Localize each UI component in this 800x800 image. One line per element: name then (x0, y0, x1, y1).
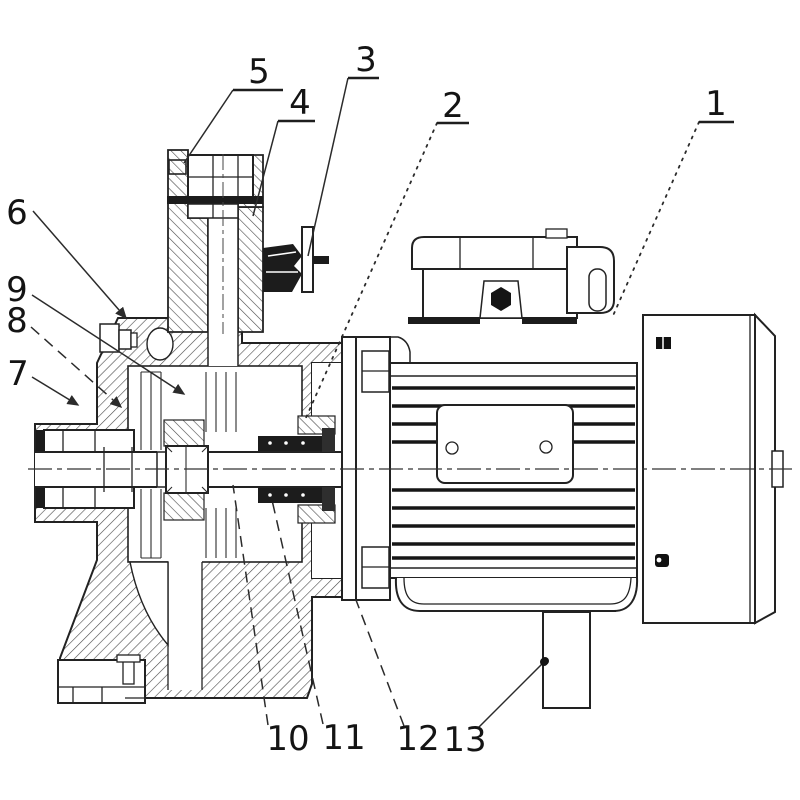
seal-lower (258, 488, 322, 503)
nameplate-hole-left (445, 441, 459, 455)
leader-line-4 (252, 120, 279, 217)
motor (341, 336, 639, 709)
part-number-11: 11 (322, 718, 365, 758)
part-number-10: 10 (266, 719, 309, 759)
leader-line-10 (232, 484, 269, 726)
leader-line-6 (32, 210, 127, 320)
part-number-6: 6 (6, 193, 28, 233)
leader-dot-13 (540, 658, 548, 666)
passage-dome (146, 327, 174, 361)
mechanical-seal (240, 415, 420, 524)
port-seat-band (167, 196, 263, 204)
union-clamp-top (36, 430, 45, 453)
flange-bolt-upper (361, 350, 390, 393)
volute-lower-wall (129, 561, 169, 647)
terminal-box (408, 228, 615, 324)
foot-bolt (122, 659, 135, 685)
part-number-8: 8 (6, 301, 28, 341)
leader-line-9 (31, 294, 186, 395)
part-number-5: 5 (248, 52, 270, 92)
port-wall-right (237, 206, 264, 333)
leader-line-8 (30, 326, 123, 408)
leader-line-2 (304, 122, 438, 421)
motor-stand (541, 611, 591, 709)
port-flange-lug (168, 159, 187, 175)
valve-body (263, 244, 302, 292)
union-clamp-bottom (36, 485, 45, 508)
motor-foot (394, 577, 639, 612)
terminal-bolt-icon (491, 287, 511, 311)
box-joint-right (522, 317, 577, 324)
part-number-13: 13 (443, 720, 486, 760)
terminal-box-tab (545, 228, 568, 239)
terminal-box-lid (411, 236, 578, 270)
box-joint-left (408, 317, 480, 324)
fan-cover-clip-bottom (655, 554, 669, 567)
discharge-port (167, 149, 264, 366)
part-number-9: 9 (6, 270, 28, 310)
seal-gland-lower (322, 487, 335, 511)
flange-bolt-lower (361, 546, 390, 589)
nameplate (436, 404, 574, 484)
drain-channel (168, 560, 202, 690)
leader-line-11 (271, 499, 324, 725)
shutoff-valve (263, 226, 329, 293)
impeller-hub-lower (163, 492, 205, 521)
cover-bolt (99, 323, 138, 353)
leader-line-13 (478, 661, 545, 728)
leader-line-3 (307, 77, 349, 257)
part-number-1: 1 (705, 84, 727, 124)
impeller (140, 371, 237, 559)
part-number-2: 2 (442, 86, 464, 126)
leader-line-1 (611, 121, 700, 319)
valve-handwheel (301, 226, 314, 293)
leader-line-7 (31, 376, 80, 406)
leader-line-5 (183, 89, 234, 164)
impeller-hub-upper (163, 419, 205, 447)
nameplate-hole-right (539, 440, 553, 454)
part-number-7: 7 (7, 354, 29, 394)
conduit-cover (566, 246, 615, 314)
port-plug (187, 154, 254, 198)
part-number-4: 4 (289, 83, 311, 123)
seal-gland-upper (322, 428, 335, 452)
pump-foot (57, 654, 305, 704)
part-number-12: 12 (396, 719, 439, 759)
conduit-slot (588, 268, 607, 312)
part-number-3: 3 (355, 40, 377, 80)
seal-upper (258, 436, 322, 451)
valve-stem (313, 256, 329, 264)
leader-line-12 (355, 599, 405, 727)
